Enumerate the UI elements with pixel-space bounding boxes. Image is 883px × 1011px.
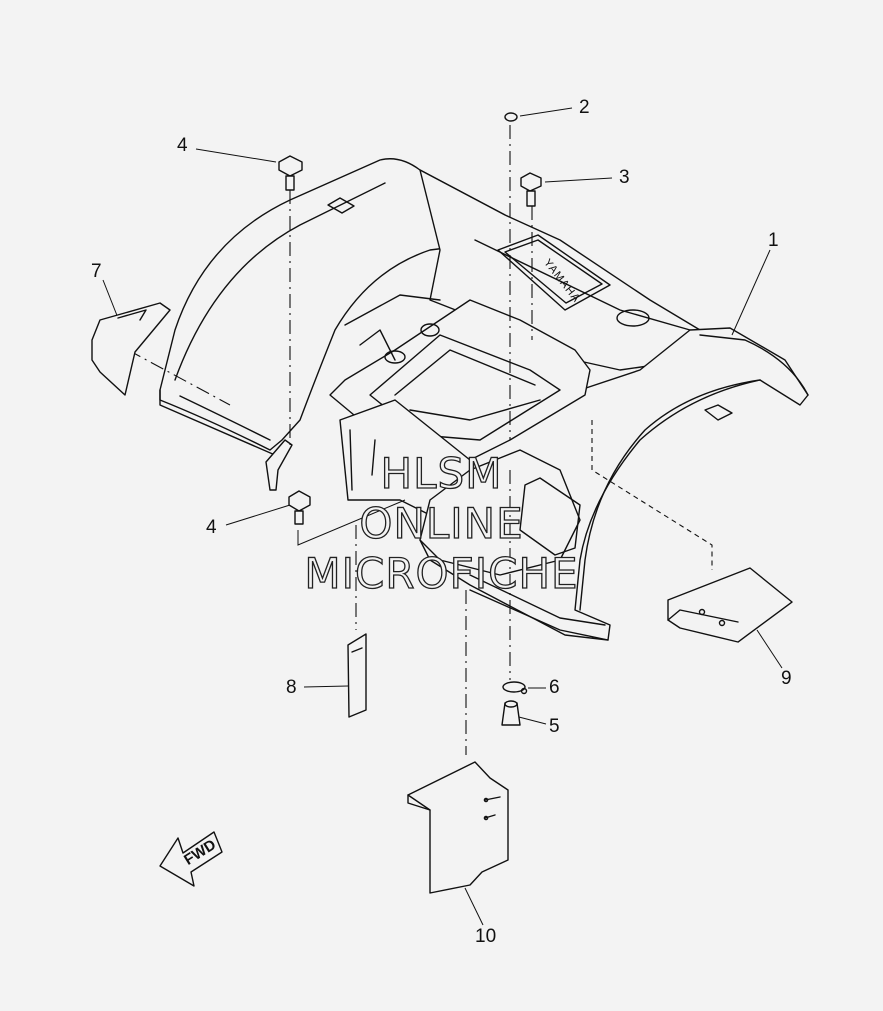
- part-4-bolt-lower: [288, 490, 311, 525]
- part-2-plug: [504, 112, 518, 122]
- callout-7: 7: [91, 261, 102, 282]
- watermark-line-1: HLSM: [380, 449, 503, 498]
- part-5-grommet: [501, 700, 521, 726]
- part-4-bolt-upper: [278, 155, 303, 191]
- part-3-bolt: [520, 172, 542, 207]
- rear-fender: [159, 158, 809, 641]
- part-6-clip: [502, 681, 528, 695]
- callout-8: 8: [286, 677, 297, 698]
- callout-6: 6: [549, 677, 560, 698]
- leader-lines: [102, 107, 783, 926]
- callout-4-lower: 4: [206, 517, 217, 538]
- callout-2: 2: [579, 97, 590, 118]
- callout-1: 1: [768, 230, 779, 251]
- part-7-flap: [91, 302, 171, 396]
- callout-5: 5: [549, 716, 560, 737]
- part-9-plate: [667, 567, 793, 643]
- watermark-line-3: MICROFICHE: [304, 549, 579, 598]
- callout-9: 9: [781, 668, 792, 689]
- part-8-panel: [347, 633, 367, 718]
- part-10-guard: [407, 761, 509, 894]
- callout-4-upper: 4: [177, 135, 188, 156]
- watermark-line-2: ONLINE: [359, 499, 524, 548]
- callout-10: 10: [475, 926, 497, 947]
- callout-3: 3: [619, 167, 630, 188]
- fwd-arrow-icon: [159, 831, 223, 887]
